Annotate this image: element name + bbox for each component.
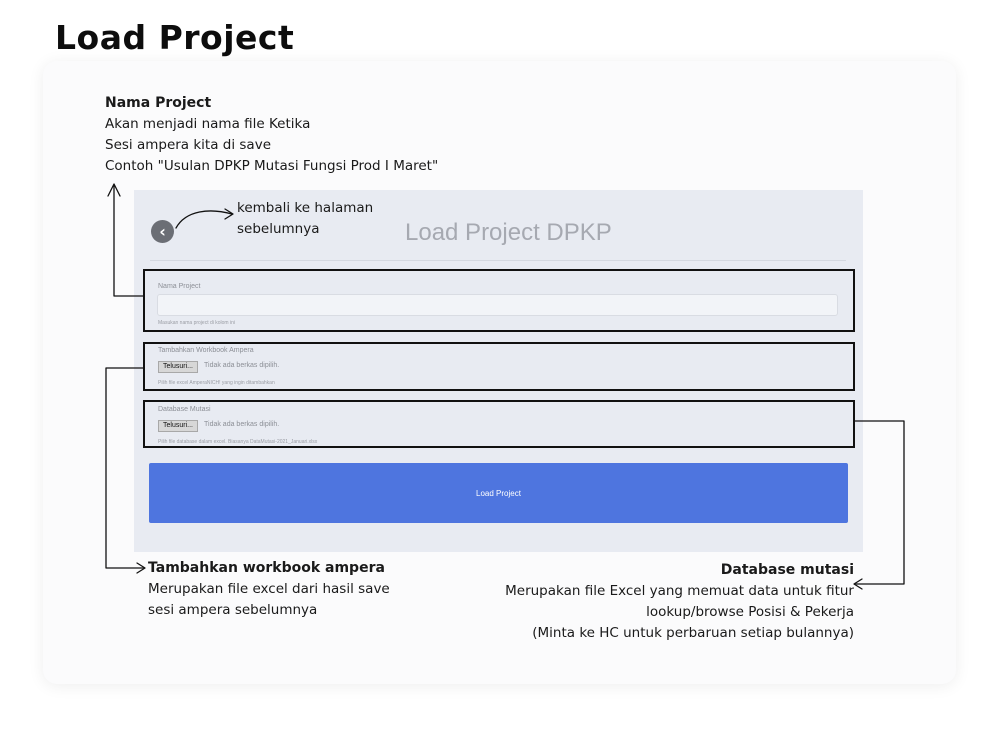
project-name-help: Masukan nama project di kolom ini (158, 320, 235, 326)
note-nama-project-line: Akan menjadi nama file Ketika (105, 116, 311, 132)
workbook-browse-button[interactable]: Telusuri... (158, 361, 198, 373)
note-workbook-heading: Tambahkan workbook ampera (148, 560, 385, 576)
annotation-box-database (143, 400, 855, 448)
note-workbook: Tambahkan workbook ampera Merupakan file… (148, 558, 390, 621)
note-nama-project-line: Sesi ampera kita di save (105, 137, 272, 153)
project-name-label: Nama Project (158, 283, 201, 290)
note-workbook-line: Merupakan file excel dari hasil save (148, 581, 390, 597)
annotation-box-workbook (143, 342, 855, 391)
note-database-heading: Database mutasi (720, 562, 854, 578)
note-back-line: sebelumnya (237, 221, 320, 237)
workbook-help: Pilih file excel AmperaNICH! yang ingin … (158, 380, 275, 386)
note-nama-project-line: Contoh "Usulan DPKP Mutasi Fungsi Prod I… (105, 158, 439, 174)
annotation-box-nama-project (143, 269, 855, 332)
form-title: Load Project DPKP (405, 219, 612, 246)
workbook-file-status: Tidak ada berkas dipilih. (204, 362, 280, 369)
page-title: Load Project (55, 18, 295, 57)
note-database-line: Merupakan file Excel yang memuat data un… (505, 583, 854, 599)
project-name-input[interactable] (157, 294, 838, 316)
chevron-left-icon: ‹ (159, 222, 166, 241)
note-workbook-line: sesi ampera sebelumnya (148, 602, 318, 618)
database-browse-button[interactable]: Telusuri... (158, 420, 198, 432)
load-project-button[interactable]: Load Project (149, 463, 848, 523)
note-database-line: lookup/browse Posisi & Pekerja (646, 604, 854, 620)
note-back-line: kembali ke halaman (237, 200, 374, 216)
note-nama-project: Nama Project Akan menjadi nama file Keti… (105, 93, 438, 177)
database-file-status: Tidak ada berkas dipilih. (204, 421, 280, 428)
title-divider (150, 260, 846, 261)
note-nama-project-heading: Nama Project (105, 95, 212, 111)
database-label: Database Mutasi (158, 406, 211, 413)
back-button[interactable]: ‹ (151, 220, 174, 243)
note-back: kembali ke halaman sebelumnya (237, 198, 373, 240)
workbook-label: Tambahkan Workbook Ampera (158, 347, 254, 354)
note-database-line: (Minta ke HC untuk perbaruan setiap bula… (532, 625, 854, 641)
database-help: Pilih file database dalam excel. Biasany… (158, 439, 318, 445)
note-database: Database mutasi Merupakan file Excel yan… (505, 560, 854, 644)
